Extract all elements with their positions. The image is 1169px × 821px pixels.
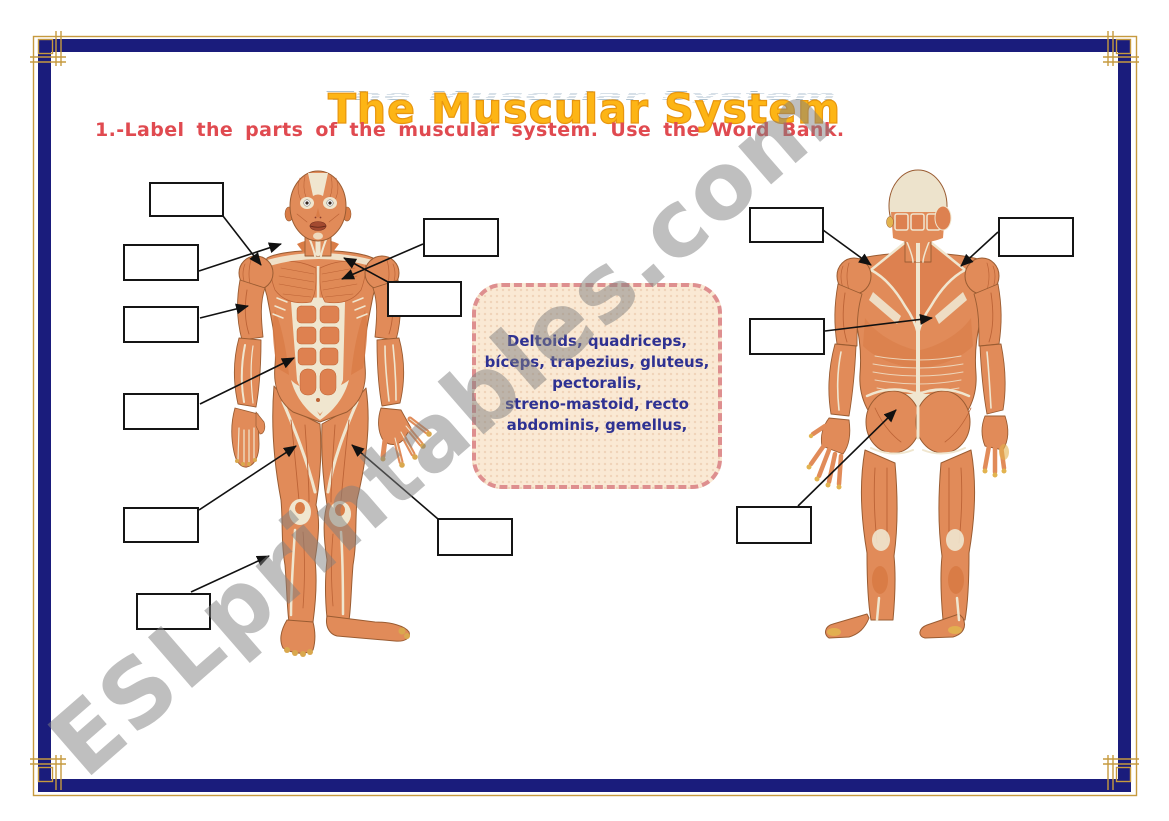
back-glutes <box>865 388 972 455</box>
word-bank-line: Deltoids, quadriceps, <box>506 332 688 350</box>
answer-box-back-3[interactable] <box>749 318 825 355</box>
answer-box-front-6[interactable] <box>136 593 211 630</box>
back-right-arm <box>964 257 1009 478</box>
word-bank-line: streno-mastoid, recto <box>505 395 689 413</box>
front-torso <box>263 239 377 423</box>
word-bank-line: pectoralis, <box>552 374 642 392</box>
answer-box-back-2[interactable] <box>998 217 1074 257</box>
answer-box-front-8[interactable] <box>387 281 462 317</box>
instruction-text: 1.-Label the parts of the muscular syste… <box>95 119 845 141</box>
worksheet-title: The Muscular System <box>327 85 842 134</box>
word-bank-line: abdominis, gemellus, <box>506 416 688 434</box>
answer-box-front-5[interactable] <box>123 507 199 543</box>
muscular-figure-front-view <box>231 170 432 657</box>
answer-box-front-4[interactable] <box>123 393 199 430</box>
corner-ornaments <box>30 31 1139 790</box>
answer-box-front-7[interactable] <box>423 218 499 257</box>
front-head <box>284 170 352 257</box>
word-bank-line: bíceps, trapezius, gluteus, <box>484 353 710 371</box>
answer-box-front-3[interactable] <box>123 306 199 343</box>
answer-box-front-2[interactable] <box>123 244 199 281</box>
back-legs <box>825 449 976 639</box>
answer-box-front-9[interactable] <box>437 518 513 556</box>
answer-box-back-4[interactable] <box>736 506 812 544</box>
word-bank-panel: Deltoids, quadriceps, bíceps, trapezius, … <box>472 283 722 489</box>
back-head <box>886 169 952 263</box>
muscular-figure-back-view <box>806 169 1009 639</box>
answer-box-front-1[interactable] <box>149 182 224 217</box>
answer-box-back-1[interactable] <box>749 207 824 243</box>
word-bank-text: Deltoids, quadriceps, bíceps, trapezius, … <box>476 287 718 436</box>
